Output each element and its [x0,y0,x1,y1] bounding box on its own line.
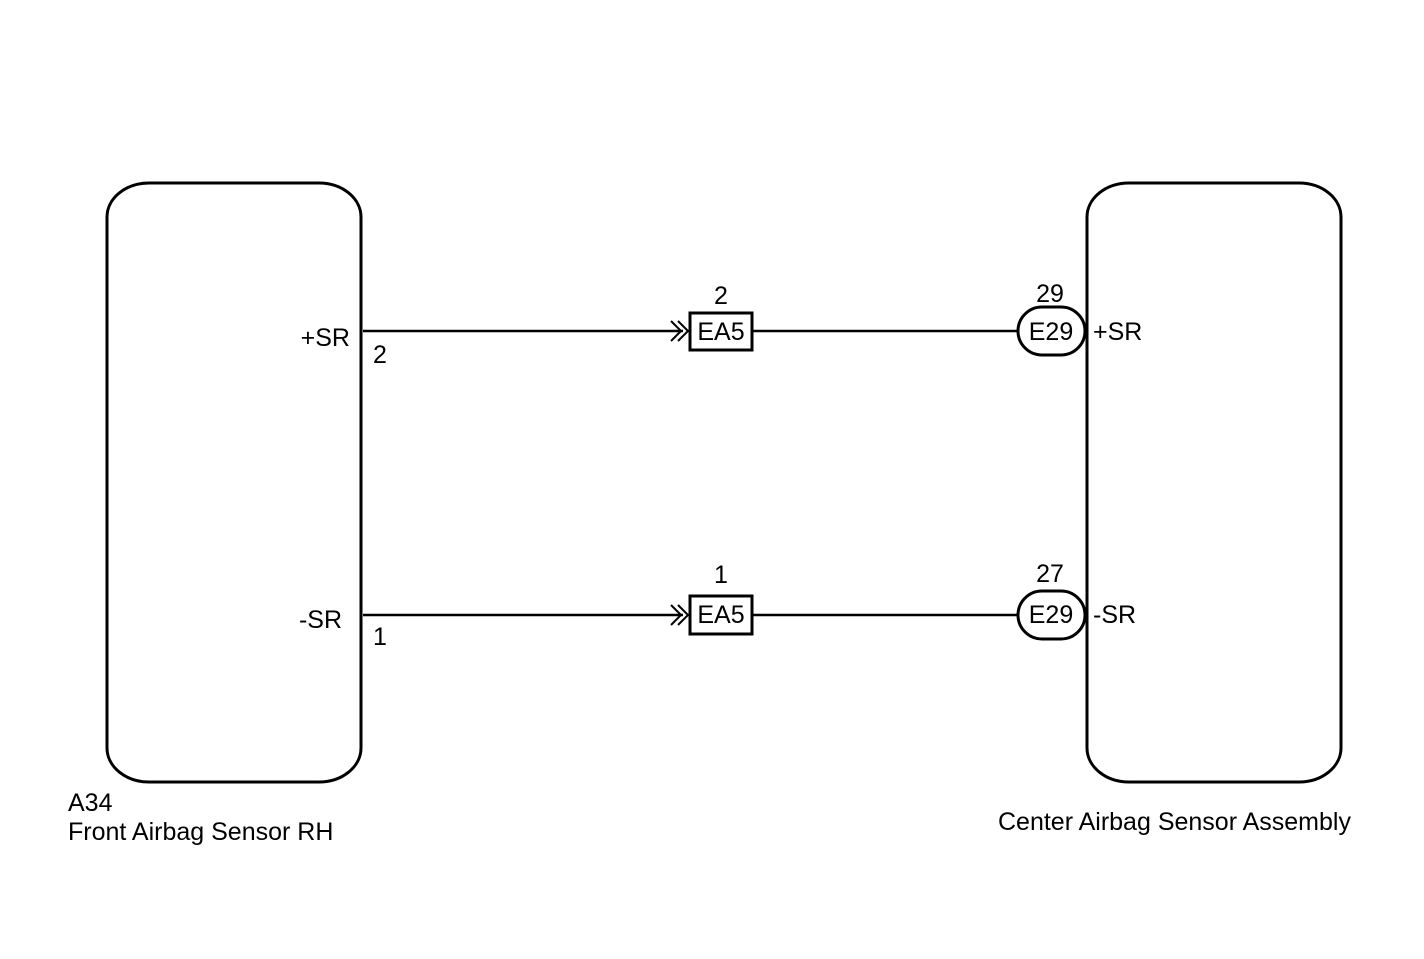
circuit-minus-sr: EA5 1 E29 27 -SR -SR 1 [299,560,1136,651]
right-connector-label: E29 [1029,318,1073,346]
left-component-code: A34 [68,789,113,817]
junction-connector-label: EA5 [697,601,744,629]
right-signal-label: +SR [1093,318,1142,346]
right-pin-number: 27 [1036,560,1064,588]
left-component-name: Front Airbag Sensor RH [68,818,333,846]
left-pin-number: 2 [373,341,387,369]
circuit-plus-sr: EA5 2 E29 29 +SR +SR 2 [301,280,1143,369]
connector-chevron-icon [670,320,690,342]
right-component-box [1085,181,1343,784]
right-component-name: Center Airbag Sensor Assembly [998,808,1351,836]
left-signal-label: +SR [301,324,350,352]
right-component: Center Airbag Sensor Assembly [998,181,1351,836]
junction-pin-number: 1 [714,561,728,589]
left-component-box [105,181,363,784]
junction-pin-number: 2 [714,282,728,310]
left-pin-number: 1 [373,623,387,651]
connector-chevron-icon [670,604,690,626]
right-signal-label: -SR [1093,601,1136,629]
junction-connector-label: EA5 [697,318,744,346]
right-connector-pill [1016,589,1087,641]
right-pin-number: 29 [1036,280,1064,308]
left-signal-label: -SR [299,606,342,634]
right-connector-label: E29 [1029,601,1073,629]
right-connector-pill [1016,305,1087,357]
left-component: A34 Front Airbag Sensor RH [68,181,363,846]
